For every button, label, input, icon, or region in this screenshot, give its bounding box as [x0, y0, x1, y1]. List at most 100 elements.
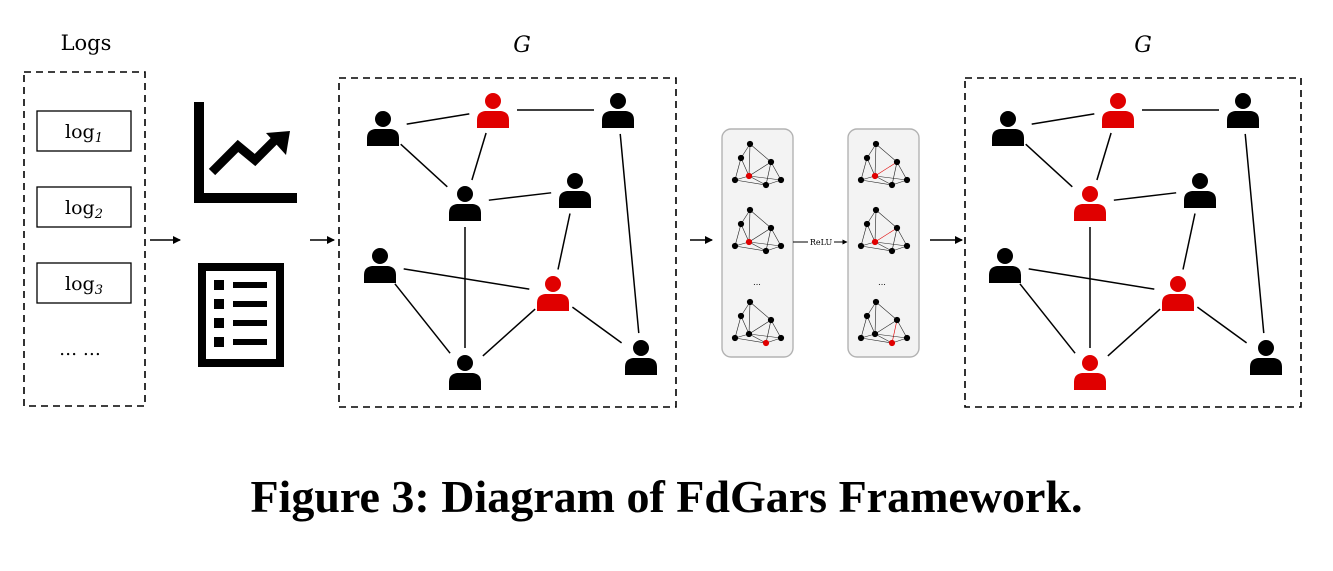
graph-in-edge [406, 113, 470, 125]
gnn-subgraph-node [872, 140, 880, 148]
gnn-subgraph-edge [860, 179, 893, 186]
gnn-subgraph-node [888, 181, 896, 189]
relu-label: ReLU [810, 238, 833, 247]
gnn-subgraph-edge [740, 157, 750, 177]
gnn-subgraph-node [737, 154, 745, 162]
gnn-subgraph-edge [770, 319, 782, 339]
graph-in [364, 93, 657, 390]
gnn-subgraph-edge [734, 315, 742, 339]
gnn-subgraph-edge [770, 227, 782, 247]
graph-in-edge [482, 308, 536, 357]
gnn-subgraph-node [777, 176, 785, 184]
gnn-subgraph-edge [875, 301, 898, 321]
gnn-subgraph-edge [748, 241, 782, 247]
graph-out-edge [1113, 192, 1177, 201]
log-item-3: log3 [36, 262, 132, 304]
gnn-subgraph [857, 140, 911, 189]
graph-out-user-icon [1250, 340, 1282, 375]
gnn-subgraph-node [903, 334, 911, 342]
gnn-subgraph-edge [734, 245, 767, 252]
gnn-subgraph-node [893, 316, 901, 324]
gnn-subgraph-edge [874, 319, 898, 335]
graph-out-edge [1182, 213, 1196, 270]
graph-out-user-icon [1162, 276, 1194, 311]
graph-in-user-icon [367, 111, 399, 146]
gnn-subgraph-node [767, 224, 775, 232]
gnn-subgraph-node [745, 330, 753, 338]
gnn-subgraph-node [762, 247, 770, 255]
gnn-subgraph-node [746, 298, 754, 306]
gnn-subgraphs [731, 140, 911, 347]
gnn-subgraph-edge [748, 161, 772, 177]
graph-out-user-icon [992, 111, 1024, 146]
gnn-subgraph-edge [748, 143, 751, 177]
gnn-subgraph-edge [740, 223, 750, 243]
gnn-subgraph-node [767, 316, 775, 324]
gnn-subgraph-edge [891, 227, 898, 252]
gnn-subgraph-node [745, 172, 753, 180]
gnn-subgraph [731, 140, 785, 189]
gnn-subgraph-node [888, 339, 896, 347]
logs-title: Logs [61, 31, 112, 55]
gnn-subgraph-node [767, 158, 775, 166]
gnn-subgraph-edge [748, 333, 782, 339]
graph-in-user-icon [477, 93, 509, 128]
graph-out-edge [1096, 132, 1112, 181]
gnn-subgraph-edge [874, 227, 898, 243]
gnn-subgraph-edge [875, 209, 898, 229]
graph-out-user-icon [1074, 186, 1106, 221]
gnn-subgraph-node [903, 176, 911, 184]
svg-text:log1: log1 [65, 121, 103, 146]
gnn-subgraph [731, 206, 785, 255]
gnn-subgraph-node [893, 158, 901, 166]
gnn-subgraph-node [745, 238, 753, 246]
gnn-subgraph-edge [740, 315, 750, 335]
gnn-subgraph [731, 298, 785, 347]
gnn-subgraph-node [731, 334, 739, 342]
graph-in-edge [619, 133, 640, 334]
graph-in-edge [400, 143, 448, 188]
graph-out-label: G [1134, 33, 1152, 58]
checklist-icon [198, 263, 284, 367]
gnn-subgraph-node [863, 312, 871, 320]
gnn-subgraph-node [863, 154, 871, 162]
graph-in-edge [571, 306, 623, 344]
svg-text:log3: log3 [65, 273, 103, 298]
gnn-layer-2-ellipsis: ... [878, 278, 886, 287]
graph-out [989, 93, 1282, 390]
logs-ellipsis: … … [59, 339, 101, 360]
gnn-subgraph-node [777, 242, 785, 250]
gnn-subgraph-edge [874, 241, 908, 247]
gnn-subgraph-edge [866, 157, 876, 177]
gnn-subgraph [857, 206, 911, 255]
graph-in-user-icon [625, 340, 657, 375]
gnn-subgraph-edge [860, 245, 893, 252]
gnn-subgraph-edge [749, 209, 772, 229]
graph-in-user-icon [449, 355, 481, 390]
gnn-subgraph [857, 298, 911, 347]
gnn-subgraph-node [903, 242, 911, 250]
gnn-subgraph-edge [896, 161, 908, 181]
gnn-subgraph-node [762, 181, 770, 189]
gnn-subgraph-edge [734, 179, 767, 186]
graph-out-edge [1028, 268, 1155, 290]
gnn-subgraph-node [872, 206, 880, 214]
gnn-subgraph-edge [860, 157, 868, 181]
gnn-subgraph-edge [734, 157, 742, 181]
graph-in-edge [403, 268, 530, 290]
gnn-subgraph-edge [734, 223, 742, 247]
gnn-subgraph-node [737, 312, 745, 320]
gnn-subgraph-edge [874, 175, 893, 186]
graph-out-user-icon [1102, 93, 1134, 128]
gnn-subgraph-edge [749, 301, 772, 321]
log-item-2-label: log [65, 197, 95, 219]
gnn-subgraph-edge [866, 223, 876, 243]
gnn-subgraph-node [762, 339, 770, 347]
gnn-subgraph-edge [748, 301, 751, 335]
gnn-subgraph-node [777, 334, 785, 342]
gnn-subgraph-edge [748, 333, 767, 344]
graph-out-edge [1196, 306, 1248, 344]
trend-chart-icon [194, 102, 297, 203]
gnn-subgraph-node [746, 206, 754, 214]
gnn-subgraph-edge [765, 227, 772, 252]
